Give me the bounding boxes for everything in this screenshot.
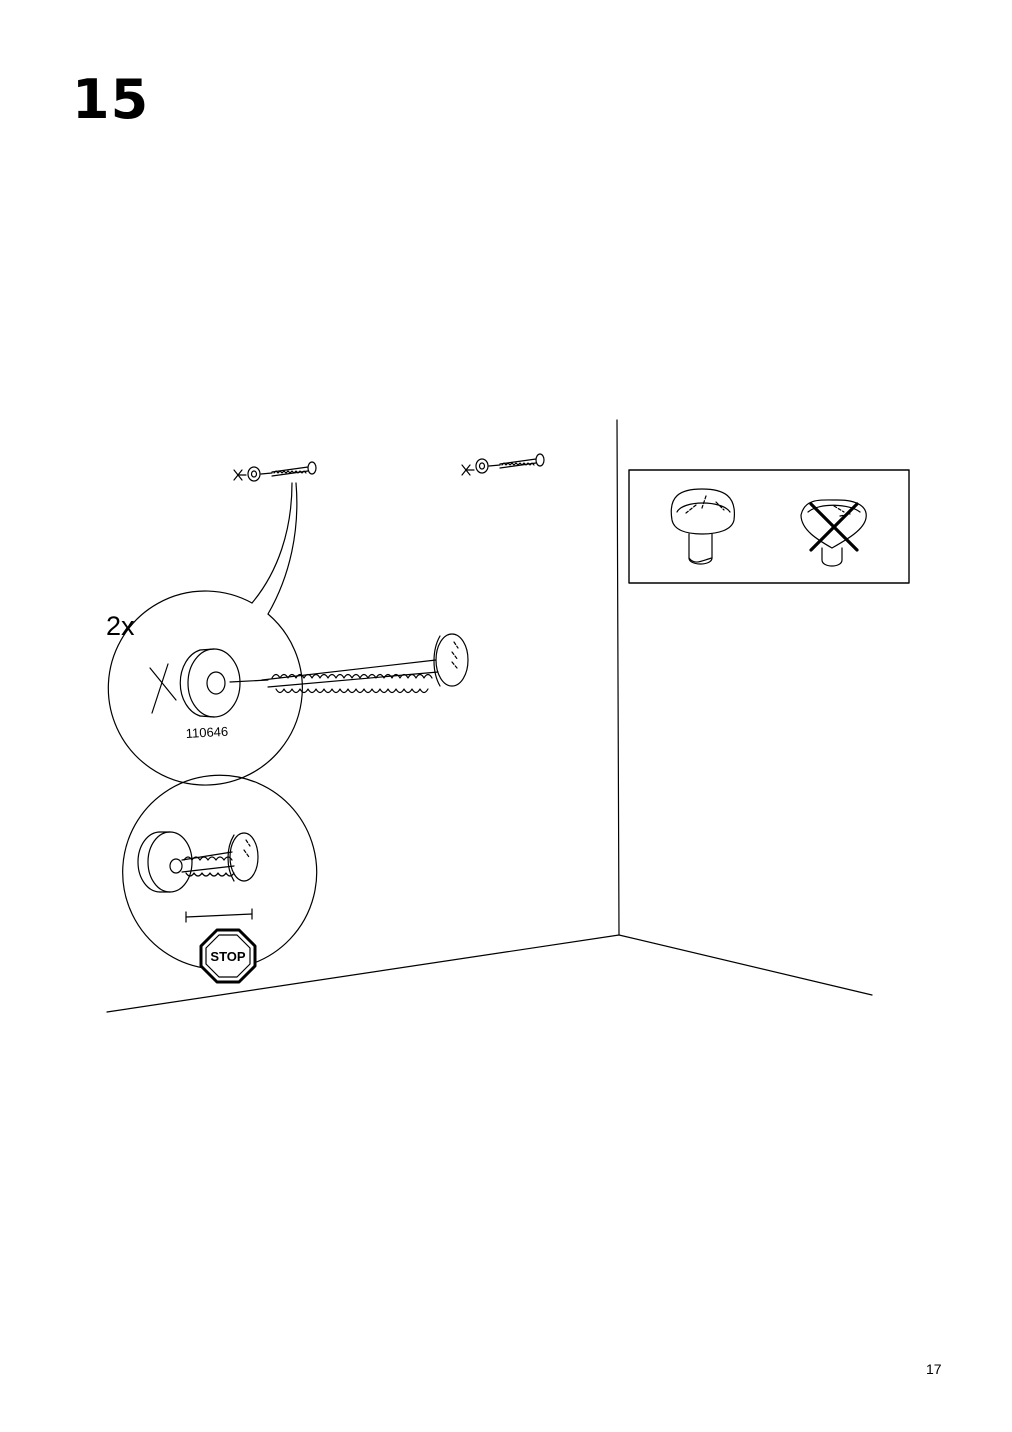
part-number: 110646 — [185, 724, 228, 741]
detail-circle-screw — [107, 482, 469, 786]
knob-comparison-box — [628, 469, 910, 584]
detail-circle-installed — [122, 774, 318, 969]
wall-screw-right-icon — [461, 453, 545, 476]
wall-screw-left-icon — [233, 461, 317, 482]
page-number: 17 — [926, 1361, 942, 1377]
stop-sign-label: STOP — [210, 949, 245, 964]
knob-incorrect-icon — [800, 499, 867, 567]
stop-sign-icon: STOP — [199, 928, 257, 984]
step-number: 15 — [72, 68, 150, 131]
room-corner-lines — [106, 419, 873, 1013]
knob-correct-icon — [670, 488, 735, 565]
quantity-label: 2x — [106, 611, 135, 641]
